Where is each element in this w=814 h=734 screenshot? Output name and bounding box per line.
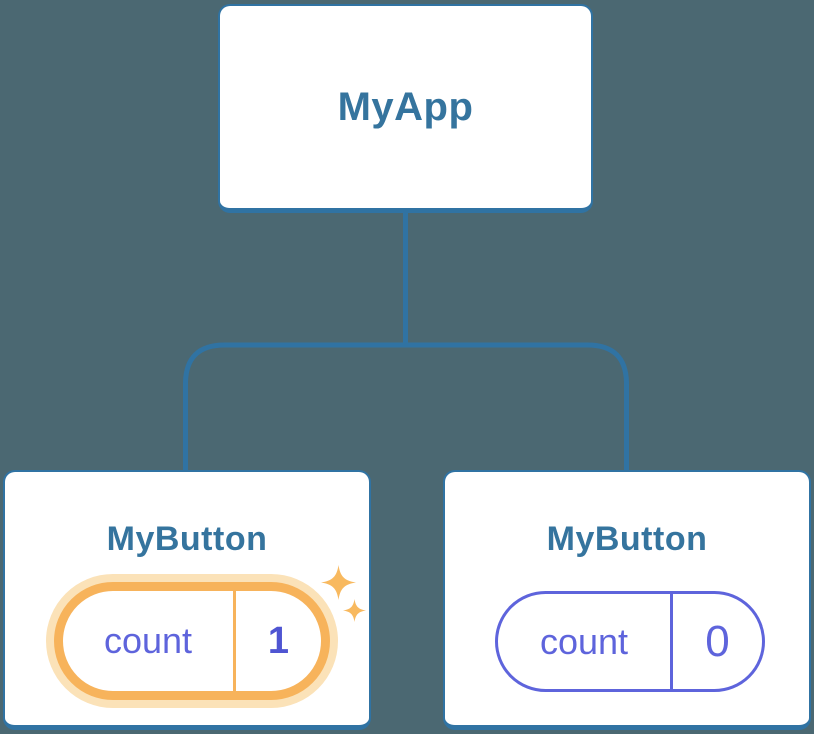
pill-divider: [233, 591, 236, 691]
component-node-mybutton-right: MyButton count 0: [443, 470, 811, 730]
component-node-mybutton-left: MyButton count 1: [3, 470, 371, 730]
component-node-myapp: MyApp: [218, 4, 593, 213]
state-pill: count 0: [495, 591, 765, 692]
state-key: count: [539, 620, 629, 662]
component-label: MyApp: [337, 84, 474, 129]
state-key: count: [103, 620, 193, 661]
pill-divider: [670, 594, 673, 689]
state-value: 1: [267, 619, 290, 662]
component-label: MyButton: [546, 520, 708, 558]
state-pill-highlighted: count 1: [54, 582, 330, 700]
sparkle-icon: [321, 565, 356, 600]
component-label: MyButton: [106, 520, 268, 558]
connector-bracket: [183, 342, 629, 472]
state-value: 0: [705, 616, 730, 666]
sparkle-icon: [343, 599, 366, 622]
